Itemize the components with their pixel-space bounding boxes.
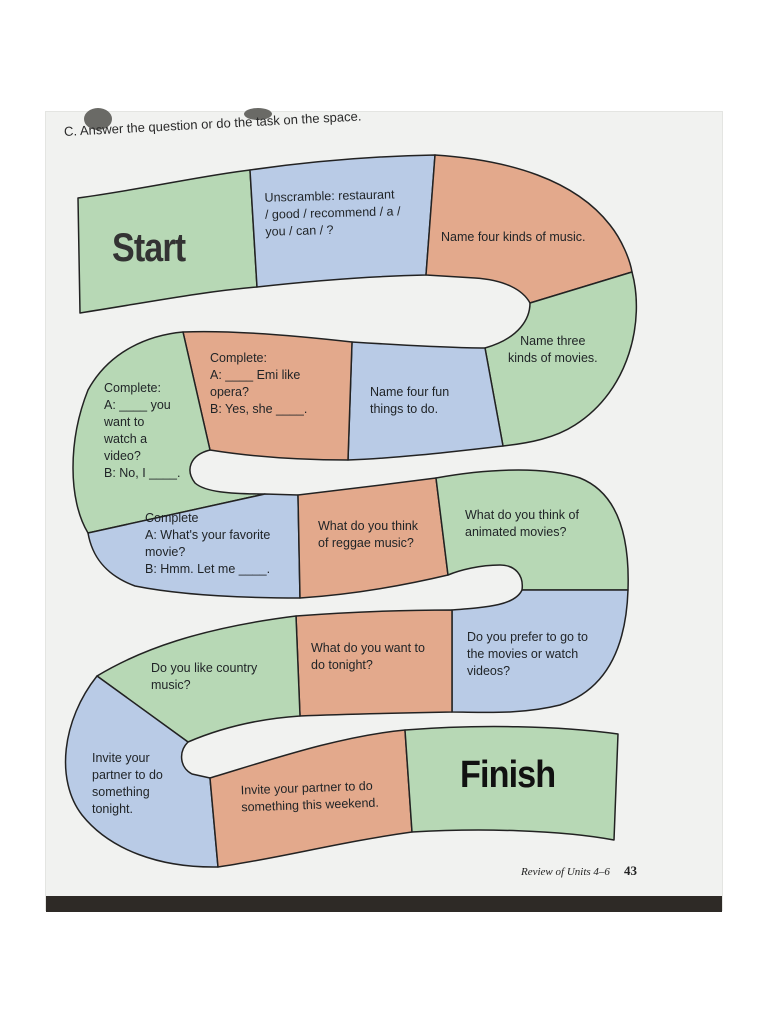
page-bottom-edge (46, 896, 722, 912)
cell-music-kinds-text: Name four kinds of music. (441, 230, 586, 244)
cell-movie-kinds-text: Name three kinds of movies. (508, 334, 598, 365)
cell-complete-favorite-text: Complete A: What's your favorite movie? … (145, 511, 271, 576)
cell-complete-opera-text: Complete: A: ____ Emi like opera? B: Yes… (210, 351, 308, 416)
page-number: 43 (624, 863, 637, 878)
cell-tonight-text: What do you want to do tonight? (311, 641, 425, 672)
cell-tonight (295, 609, 453, 717)
cell-fun-things-text: Name four fun things to do. (370, 385, 450, 416)
cell-invite-weekend-text: Invite your partner to do something this… (240, 778, 380, 815)
cell-country-text: Do you like country music? (151, 661, 258, 692)
cell-invite-tonight-text: Invite your partner to do something toni… (92, 751, 163, 816)
finish-label: Finish (460, 754, 556, 796)
footer-review-label: Review of Units 4–6 (521, 866, 610, 878)
cell-invite-tonight (64, 675, 219, 868)
cell-complete-video (72, 331, 266, 534)
cell-movie-kinds (484, 271, 638, 447)
page-decoration-circle (244, 108, 272, 120)
cell-unscramble-text: Unscramble: restaurant / good / recommen… (264, 187, 401, 239)
cell-animated-text: What do you think of animated movies? (465, 508, 579, 539)
cell-complete-video-text: Complete: A: ____ you want to watch a vi… (104, 381, 181, 480)
cell-animated (435, 469, 629, 591)
page-decoration-circle (84, 108, 112, 130)
cell-reggae-text: What do you think of reggae music? (318, 519, 419, 550)
cell-prefer (451, 589, 629, 714)
cell-prefer-text: Do you prefer to go to the movies or wat… (467, 630, 588, 678)
cell-complete-favorite (87, 493, 301, 599)
cell-finish (404, 725, 619, 841)
cell-music-kinds (425, 154, 633, 304)
start-label: Start (112, 226, 186, 270)
